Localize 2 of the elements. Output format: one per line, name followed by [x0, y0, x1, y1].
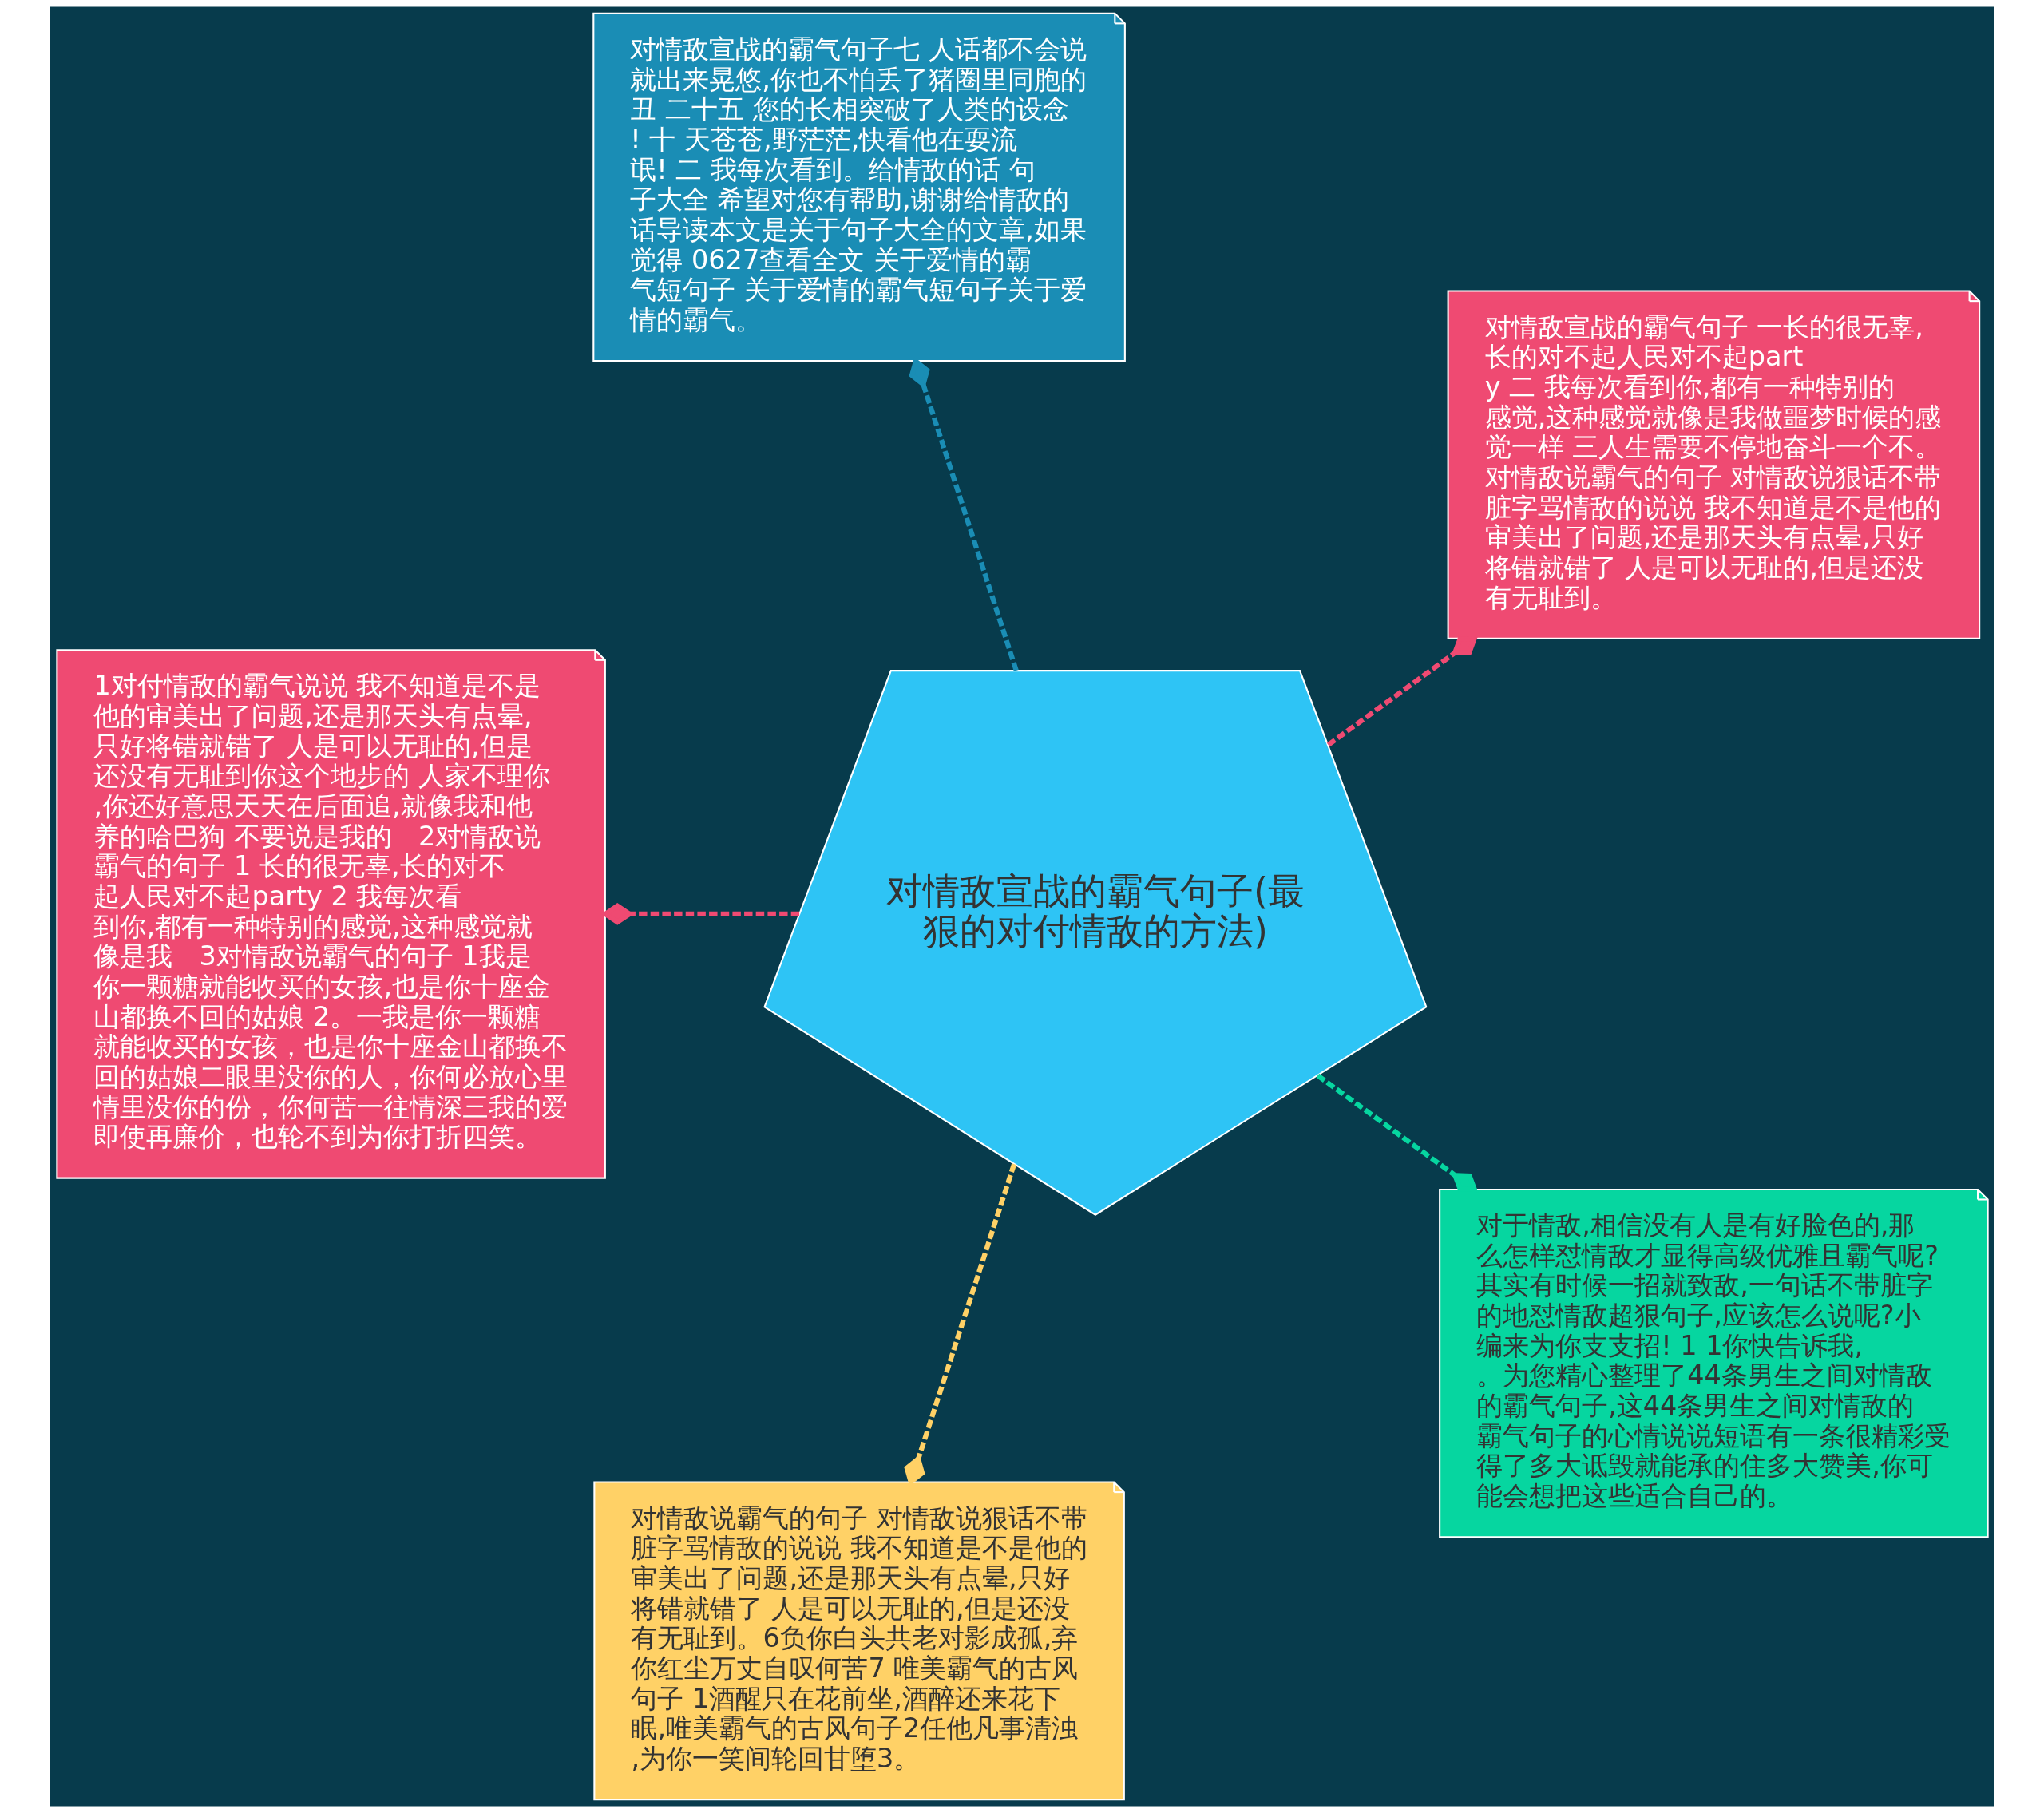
connector — [1316, 1073, 1478, 1193]
connector — [1326, 635, 1478, 747]
